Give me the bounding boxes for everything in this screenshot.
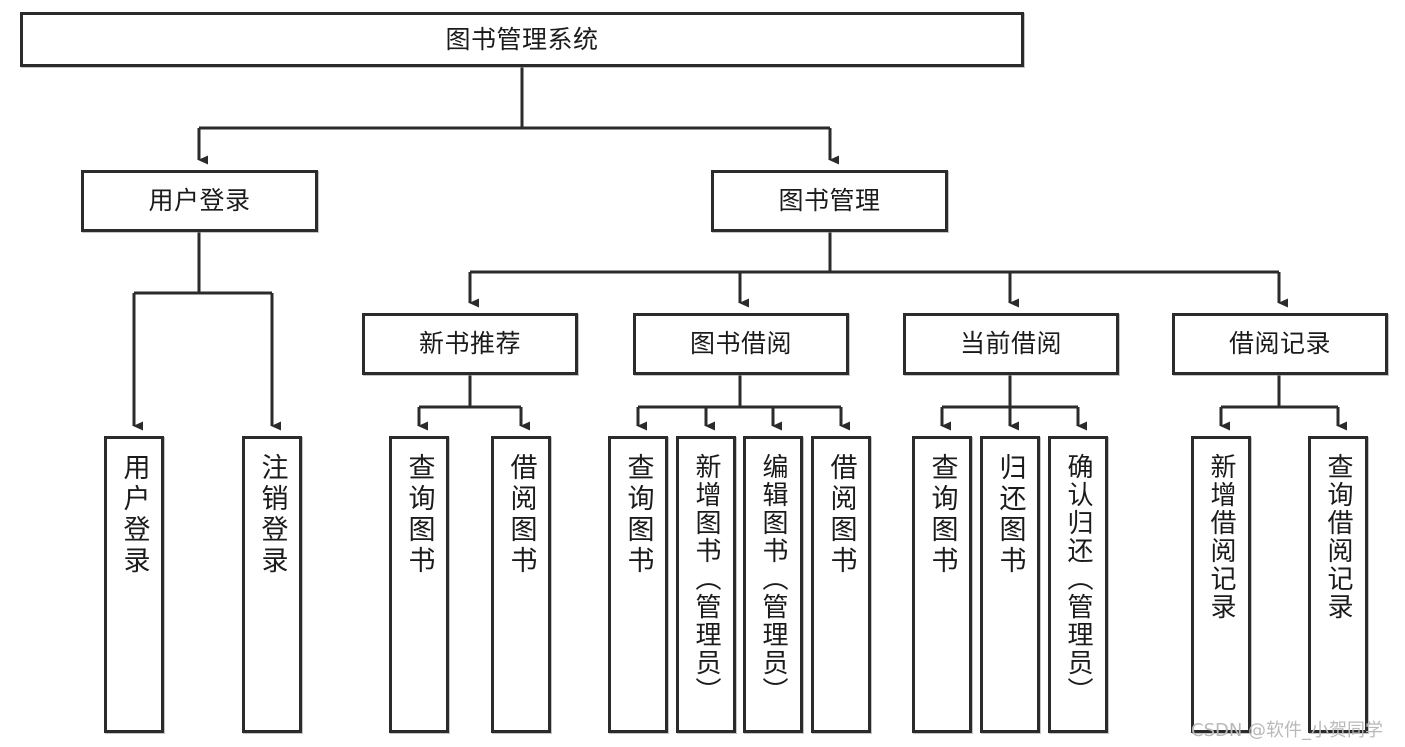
leaf-borrow-book[interactable]: 借阅图书 bbox=[811, 436, 871, 733]
node-label: 新增借阅记录 bbox=[1206, 453, 1236, 621]
node-label: 图书借阅 bbox=[689, 329, 792, 359]
leaf-query-book-current[interactable]: 查询图书 bbox=[912, 436, 972, 733]
node-book-management[interactable]: 图书管理 bbox=[711, 170, 948, 232]
leaf-return-book[interactable]: 归还图书 bbox=[980, 436, 1040, 733]
node-book-borrow[interactable]: 图书借阅 bbox=[633, 313, 849, 375]
leaf-query-book-borrow[interactable]: 查询图书 bbox=[608, 436, 668, 733]
node-label: 归还图书 bbox=[994, 453, 1026, 577]
node-label: 借阅记录 bbox=[1228, 329, 1331, 359]
node-label: 用户登录 bbox=[148, 186, 251, 216]
node-label: 查询图书 bbox=[403, 453, 435, 577]
node-label: 借阅图书 bbox=[825, 453, 857, 577]
leaf-query-book-recommend[interactable]: 查询图书 bbox=[389, 436, 449, 733]
leaf-borrow-book-recommend[interactable]: 借阅图书 bbox=[491, 436, 551, 733]
node-label: 当前借阅 bbox=[959, 329, 1062, 359]
node-label: 编辑图书（管理员） bbox=[758, 453, 788, 705]
leaf-confirm-return[interactable]: 确认归还（管理员） bbox=[1048, 436, 1108, 733]
leaf-logout-login[interactable]: 注销登录 bbox=[242, 436, 302, 733]
leaf-add-book[interactable]: 新增图书（管理员） bbox=[676, 436, 736, 733]
leaf-user-login[interactable]: 用户登录 bbox=[104, 436, 164, 733]
leaf-query-borrow-record[interactable]: 查询借阅记录 bbox=[1308, 436, 1368, 733]
node-label: 新书推荐 bbox=[418, 329, 521, 359]
node-label: 查询借阅记录 bbox=[1323, 453, 1353, 621]
node-root-system[interactable]: 图书管理系统 bbox=[20, 12, 1024, 67]
node-new-book-recommend[interactable]: 新书推荐 bbox=[362, 313, 578, 375]
leaf-add-borrow-record[interactable]: 新增借阅记录 bbox=[1191, 436, 1251, 733]
node-label: 借阅图书 bbox=[505, 453, 537, 577]
node-label: 新增图书（管理员） bbox=[691, 453, 721, 705]
node-label: 图书管理 bbox=[778, 186, 881, 216]
node-label: 查询图书 bbox=[622, 453, 654, 577]
node-current-borrow[interactable]: 当前借阅 bbox=[903, 313, 1119, 375]
node-label: 注销登录 bbox=[256, 453, 288, 577]
node-label: 确认归还（管理员） bbox=[1063, 453, 1093, 705]
leaf-edit-book[interactable]: 编辑图书（管理员） bbox=[743, 436, 803, 733]
node-borrow-record[interactable]: 借阅记录 bbox=[1172, 313, 1388, 375]
node-label: 用户登录 bbox=[118, 453, 150, 577]
csdn-watermark: CSDN @软件_小贺同学 bbox=[1191, 720, 1384, 741]
node-user-login[interactable]: 用户登录 bbox=[81, 170, 318, 232]
node-label: 图书管理系统 bbox=[445, 24, 599, 54]
node-label: 查询图书 bbox=[926, 453, 958, 577]
